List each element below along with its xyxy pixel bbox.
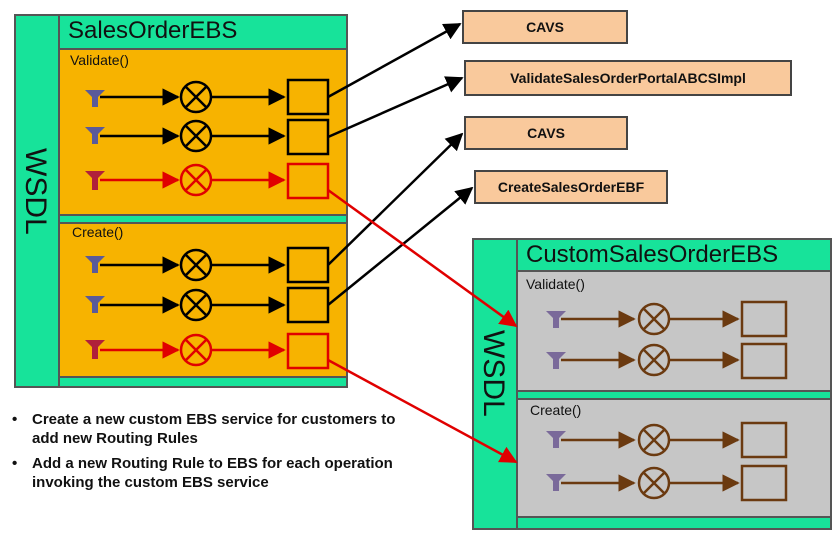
filter-icon bbox=[85, 296, 105, 313]
target-cavs-1: CAVS bbox=[462, 10, 628, 44]
endpoint-box bbox=[286, 332, 330, 370]
filter-icon bbox=[546, 431, 566, 448]
endpoint-box bbox=[740, 421, 788, 459]
bullet-list: Create a new custom EBS service for cust… bbox=[10, 410, 410, 498]
right-wsdl-strip bbox=[472, 238, 518, 530]
endpoint-box bbox=[740, 342, 788, 380]
filter-icon bbox=[546, 352, 566, 369]
filter-icon bbox=[85, 340, 105, 359]
right-row-4 bbox=[546, 464, 788, 502]
filter-icon bbox=[546, 311, 566, 328]
left-row-1 bbox=[85, 78, 330, 116]
connector-to-custom-create bbox=[327, 358, 518, 464]
left-row-4 bbox=[85, 246, 330, 284]
endpoint-box bbox=[286, 118, 330, 156]
endpoint-box bbox=[286, 78, 330, 116]
filter-icon bbox=[85, 127, 105, 144]
bullet-item: Add a new Routing Rule to EBS for each o… bbox=[12, 454, 410, 492]
right-create-label: Create() bbox=[530, 402, 582, 418]
right-row-3 bbox=[546, 421, 788, 459]
connector-to-create-ebf bbox=[327, 186, 474, 306]
target-create-ebf: CreateSalesOrderEBF bbox=[474, 170, 668, 204]
connector-to-validate-abcs bbox=[327, 76, 464, 139]
right-validate-section bbox=[516, 270, 832, 392]
endpoint-box bbox=[740, 464, 788, 502]
right-row-2 bbox=[546, 342, 788, 380]
connector-to-cavs-2 bbox=[327, 132, 464, 266]
endpoint-box bbox=[286, 162, 330, 200]
endpoint-box bbox=[740, 300, 788, 338]
endpoint-box bbox=[286, 246, 330, 284]
right-bottom-bar bbox=[516, 516, 832, 530]
left-row-3-custom bbox=[85, 162, 330, 200]
bullet-item: Create a new custom EBS service for cust… bbox=[12, 410, 410, 448]
left-row-2 bbox=[85, 118, 330, 156]
left-row-5 bbox=[85, 286, 330, 324]
endpoint-box bbox=[286, 286, 330, 324]
connector-to-custom-validate bbox=[327, 188, 518, 328]
filter-icon bbox=[85, 171, 105, 190]
left-ebs-title: SalesOrderEBS bbox=[58, 14, 348, 50]
target-validate-abcs: ValidateSalesOrderPortalABCSImpl bbox=[464, 60, 792, 96]
left-validate-label: Validate() bbox=[70, 52, 129, 68]
filter-icon bbox=[85, 90, 105, 107]
left-row-6-custom bbox=[85, 332, 330, 370]
filter-icon bbox=[546, 474, 566, 491]
left-bottom-bar bbox=[58, 376, 348, 388]
right-row-1 bbox=[546, 300, 788, 338]
target-cavs-2: CAVS bbox=[464, 116, 628, 150]
connector-to-cavs-1 bbox=[327, 22, 462, 99]
filter-icon bbox=[85, 256, 105, 273]
left-create-label: Create() bbox=[72, 224, 124, 240]
left-wsdl-strip bbox=[14, 14, 60, 388]
right-validate-label: Validate() bbox=[526, 276, 585, 292]
